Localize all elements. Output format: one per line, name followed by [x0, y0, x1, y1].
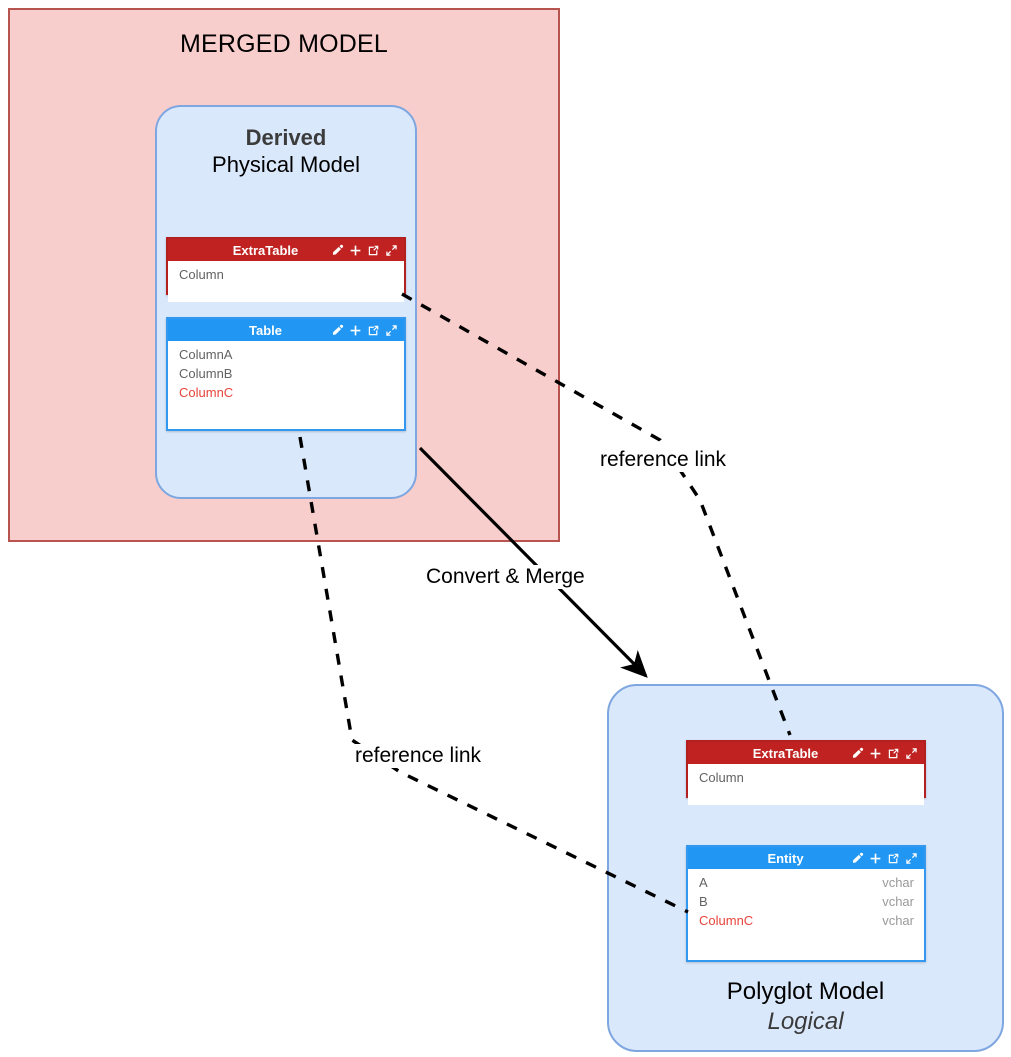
plus-icon[interactable] [869, 852, 882, 865]
external-link-icon[interactable] [367, 244, 380, 257]
eyedropper-icon[interactable] [331, 244, 344, 257]
table-row[interactable]: ColumnC vchar [688, 911, 924, 930]
table-card-extratable-derived[interactable]: ExtraTable Column [166, 237, 406, 302]
column-name: ColumnA [179, 347, 233, 362]
reference-link-bottom-label: reference link [352, 744, 485, 768]
column-type: vchar [882, 875, 914, 890]
convert-merge-label: Convert & Merge [423, 565, 588, 589]
table-card-icons [331, 244, 400, 257]
table-card-header: ExtraTable [688, 742, 924, 764]
plus-icon[interactable] [349, 244, 362, 257]
table-card-icons [331, 324, 400, 337]
table-card-body: A vchar B vchar ColumnC vchar [688, 869, 924, 937]
table-card-title: ExtraTable [232, 242, 299, 258]
column-type: vchar [882, 913, 914, 928]
table-row[interactable]: Column [688, 768, 924, 787]
plus-icon[interactable] [349, 324, 362, 337]
polyglot-model-caption-line2: Logical [767, 1007, 844, 1035]
table-card-icons [851, 852, 920, 865]
column-name: A [699, 875, 708, 890]
eyedropper-icon[interactable] [331, 324, 344, 337]
table-row[interactable]: Column [168, 265, 404, 284]
table-card-table-derived[interactable]: Table ColumnA ColumnB ColumnC [166, 317, 406, 431]
table-card-extratable-polyglot[interactable]: ExtraTable Column [686, 740, 926, 805]
expand-icon[interactable] [385, 244, 398, 257]
table-row[interactable]: ColumnA [168, 345, 404, 364]
external-link-icon[interactable] [887, 747, 900, 760]
table-card-icons [851, 747, 920, 760]
table-card-body: Column [168, 261, 404, 302]
polyglot-model-caption: Polyglot Model Logical [609, 977, 1002, 1036]
derived-model-caption: Derived Physical Model [157, 125, 415, 179]
table-row[interactable]: B vchar [688, 892, 924, 911]
eyedropper-icon[interactable] [851, 747, 864, 760]
plus-icon[interactable] [869, 747, 882, 760]
table-card-header: Entity [688, 847, 924, 869]
column-name: ColumnC [179, 385, 234, 400]
table-card-body: Column [688, 764, 924, 805]
table-card-title: ExtraTable [752, 745, 819, 761]
derived-physical-model-container: Derived Physical Model [155, 105, 417, 499]
table-row[interactable]: ColumnB [168, 364, 404, 383]
column-name: ColumnB [179, 366, 233, 381]
column-name: Column [699, 770, 744, 785]
polyglot-model-caption-line1: Polyglot Model [726, 978, 885, 1006]
column-name: Column [179, 267, 224, 282]
column-type: vchar [882, 894, 914, 909]
expand-icon[interactable] [905, 747, 918, 760]
column-name: ColumnC [699, 913, 754, 928]
table-card-header: Table [168, 319, 404, 341]
table-card-entity-polyglot[interactable]: Entity A vchar B vchar ColumnC vchar [686, 845, 926, 962]
eyedropper-icon[interactable] [851, 852, 864, 865]
expand-icon[interactable] [385, 324, 398, 337]
reference-link-top-label: reference link [597, 448, 730, 472]
merged-model-title: MERGED MODEL [180, 30, 388, 58]
table-card-header: ExtraTable [168, 239, 404, 261]
table-card-title: Entity [767, 850, 804, 866]
external-link-icon[interactable] [887, 852, 900, 865]
table-row[interactable]: A vchar [688, 873, 924, 892]
derived-model-caption-line2: Physical Model [212, 151, 360, 177]
table-row[interactable]: ColumnC [168, 383, 404, 402]
expand-icon[interactable] [905, 852, 918, 865]
derived-model-caption-line1: Derived [245, 125, 327, 150]
table-card-title: Table [249, 322, 282, 338]
column-name: B [699, 894, 708, 909]
table-card-body: ColumnA ColumnB ColumnC [168, 341, 404, 409]
external-link-icon[interactable] [367, 324, 380, 337]
